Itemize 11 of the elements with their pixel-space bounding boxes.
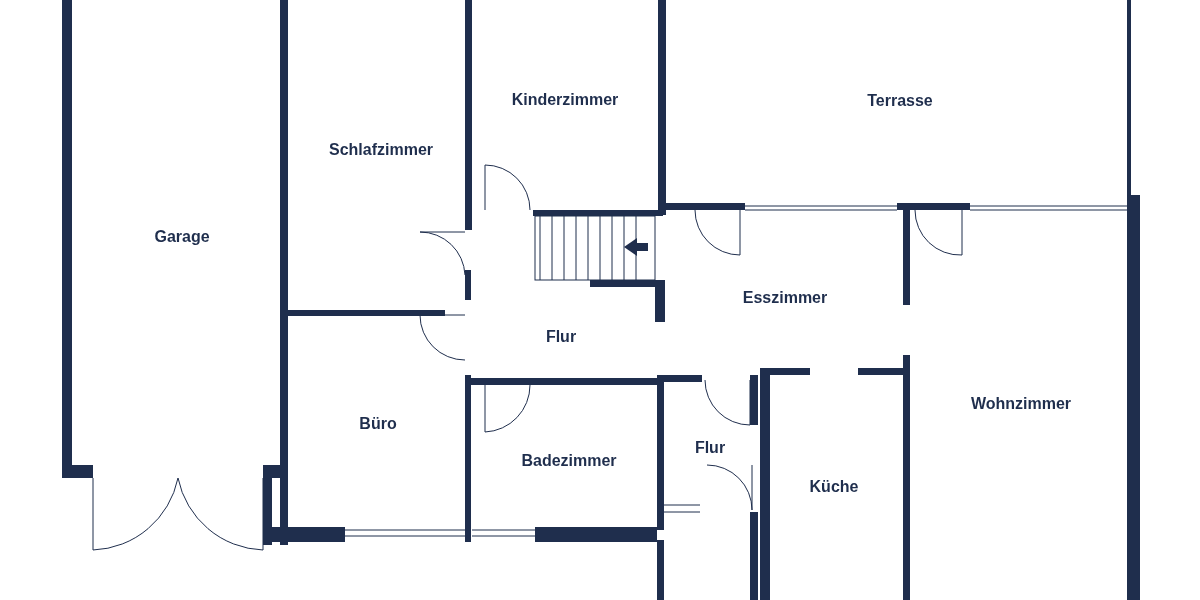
room-label: Wohnzimmer <box>970 395 1072 413</box>
room-label: Küche <box>809 478 859 496</box>
room-label: Terrasse <box>867 92 933 110</box>
room-label: Garage <box>154 228 210 246</box>
room-label: Esszimmer <box>742 289 828 307</box>
room-label: Badezimmer <box>521 452 617 470</box>
room-label: Büro <box>359 415 397 433</box>
room-label: Flur <box>694 439 726 457</box>
room-label: Schlafzimmer <box>329 141 433 159</box>
room-label: Kinderzimmer <box>511 91 619 109</box>
room-label: Flur <box>545 328 577 346</box>
